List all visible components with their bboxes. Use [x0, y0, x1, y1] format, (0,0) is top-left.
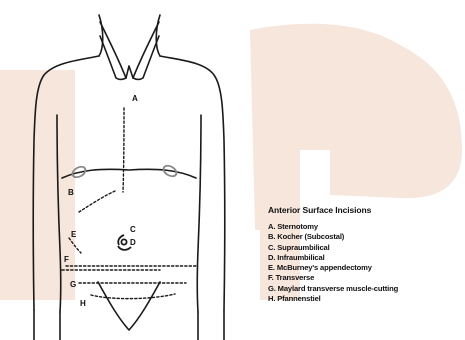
incision-h-pfannenstiel — [91, 294, 175, 299]
label-b: B — [68, 188, 74, 197]
neck-muscle-right — [133, 22, 159, 80]
umbilicus-icon — [121, 239, 126, 244]
legend-item-c: C. Supraumbilical — [268, 243, 463, 253]
label-h: H — [80, 299, 86, 308]
incision-b-kocher — [79, 191, 115, 212]
label-d: D — [130, 238, 136, 247]
label-c: C — [130, 225, 136, 234]
label-e: E — [71, 230, 77, 239]
legend-title: Anterior Surface Incisions — [268, 205, 463, 215]
incision-a-sternotomy — [123, 108, 124, 192]
label-f: F — [64, 255, 69, 264]
legend-item-f: F. Transverse — [268, 273, 463, 283]
incision-labels: A B C D E F G H — [64, 94, 138, 308]
legend-item-b: B. Kocher (Subcostal) — [268, 232, 463, 242]
legend-item-e: E. McBurney's appendectomy — [268, 263, 463, 273]
right-inner-arm — [197, 115, 201, 312]
legend-list: A. Sternotomy B. Kocher (Subcostal) C. S… — [268, 222, 463, 304]
legend-item-d: D. Infraumbilical — [268, 253, 463, 263]
label-g: G — [70, 280, 76, 289]
right-shoulder — [160, 56, 225, 310]
label-a: A — [132, 94, 138, 103]
legend-item-h: H. Pfannenstiel — [268, 294, 463, 304]
incision-legend: Anterior Surface Incisions A. Sternotomy… — [268, 205, 463, 304]
incisions — [62, 108, 196, 299]
legend-item-g: G. Maylard transverse muscle-cutting — [268, 284, 463, 294]
groin-line — [98, 282, 160, 330]
neck-muscle-left — [100, 22, 126, 80]
legend-item-a: A. Sternotomy — [268, 222, 463, 232]
